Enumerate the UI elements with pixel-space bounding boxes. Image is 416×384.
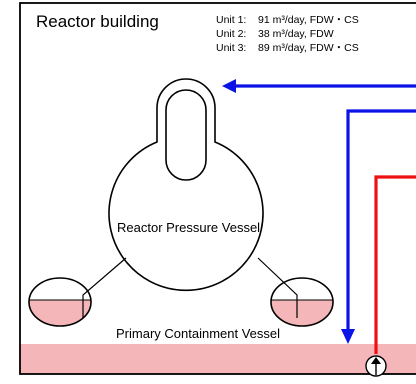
- reactor-pressure-vessel: [165, 89, 207, 181]
- rpv-label: Reactor Pressure Vessel: [117, 220, 260, 235]
- flow-unit-2-label: Unit 2:: [216, 28, 246, 40]
- pcv-label: Primary Containment Vessel: [116, 326, 280, 341]
- containment-vessel-outline: [108, 78, 264, 292]
- injection-arrowhead-down: [341, 329, 355, 344]
- injection-arrowhead-top: [222, 79, 236, 93]
- flow-unit-3-rate: 89 m³/day, FDW・CS: [258, 42, 359, 54]
- pump-arrow-up-icon: [365, 355, 387, 377]
- suppression-chamber-right-outline: [270, 277, 334, 327]
- bottom-water-pool: [20, 344, 416, 374]
- reactor-building-outline: [19, 2, 416, 375]
- building-title: Reactor building: [36, 12, 159, 31]
- injection-line-down: [346, 109, 416, 330]
- vent-line-left: [82, 257, 127, 318]
- flow-unit-2-rate: 38 m³/day, FDW: [258, 28, 334, 40]
- suppression-water-right: [271, 300, 333, 326]
- flow-unit-3-label: Unit 3:: [216, 42, 246, 54]
- return-line: [374, 175, 416, 354]
- flow-unit-1-rate: 91 m³/day, FDW・CS: [258, 14, 359, 26]
- suppression-chamber-left-outline: [28, 277, 92, 327]
- vent-line-right: [257, 257, 298, 318]
- flow-unit-1-label: Unit 1:: [216, 14, 246, 26]
